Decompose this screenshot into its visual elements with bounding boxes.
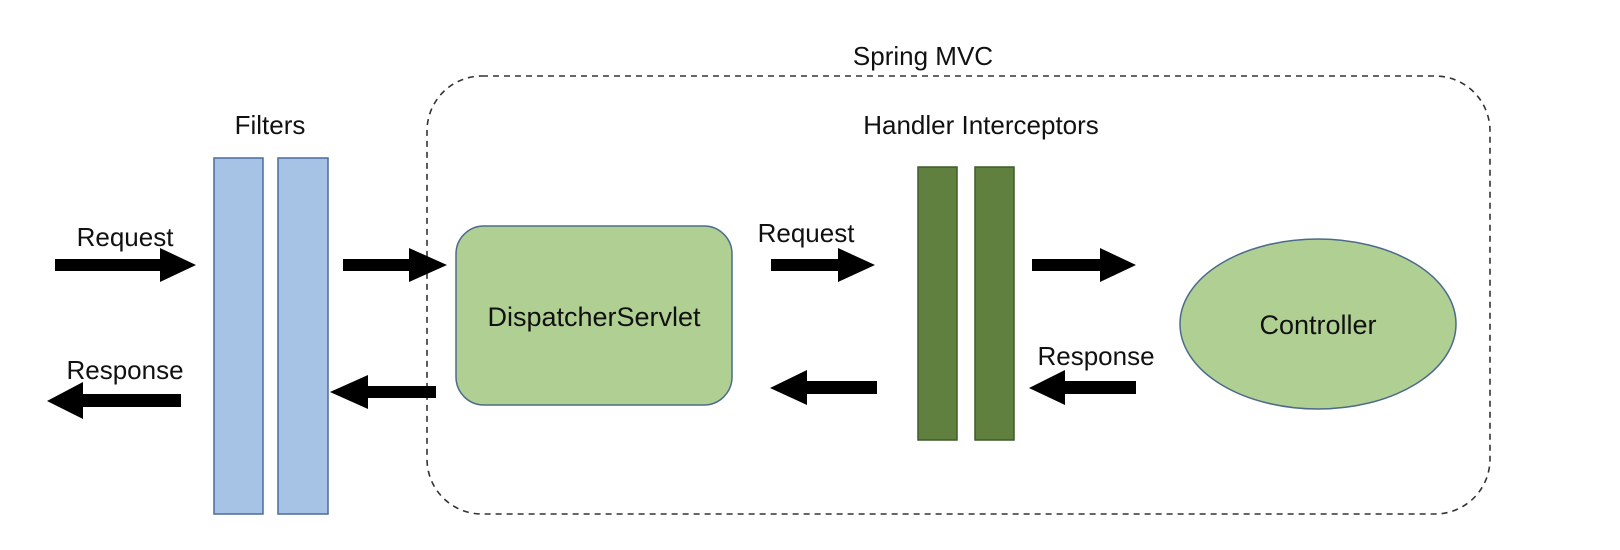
- arrow-left-icon: [47, 382, 181, 419]
- request-mid-label: Request: [758, 218, 856, 248]
- dispatcher-servlet-label: DispatcherServlet: [487, 302, 701, 332]
- request-in-label: Request: [77, 222, 175, 252]
- response-ctrl-label: Response: [1037, 341, 1154, 371]
- arrow-right-icon: [343, 248, 447, 282]
- response-out-label: Response: [66, 355, 183, 385]
- arrow-right-icon: [771, 248, 875, 282]
- interceptor-bar-2: [974, 166, 1015, 441]
- arrow-right-icon: [1032, 248, 1136, 282]
- filter-bar-2: [277, 157, 329, 515]
- interceptor-bar-1: [917, 166, 958, 441]
- arrow-left-icon: [330, 375, 436, 409]
- arrow-left-icon: [770, 370, 877, 405]
- filters-label: Filters: [235, 110, 306, 140]
- dispatcher-servlet-box: [455, 225, 733, 406]
- spring-mvc-boundary: [426, 75, 1491, 515]
- spring-mvc-label: Spring MVC: [853, 41, 993, 71]
- arrow-right-icon: [55, 248, 196, 282]
- controller-ellipse: [1179, 238, 1457, 410]
- controller-label: Controller: [1259, 310, 1376, 340]
- arrow-left-icon: [1029, 370, 1136, 405]
- handler-interceptors-label: Handler Interceptors: [863, 110, 1099, 140]
- filter-bar-1: [213, 157, 264, 515]
